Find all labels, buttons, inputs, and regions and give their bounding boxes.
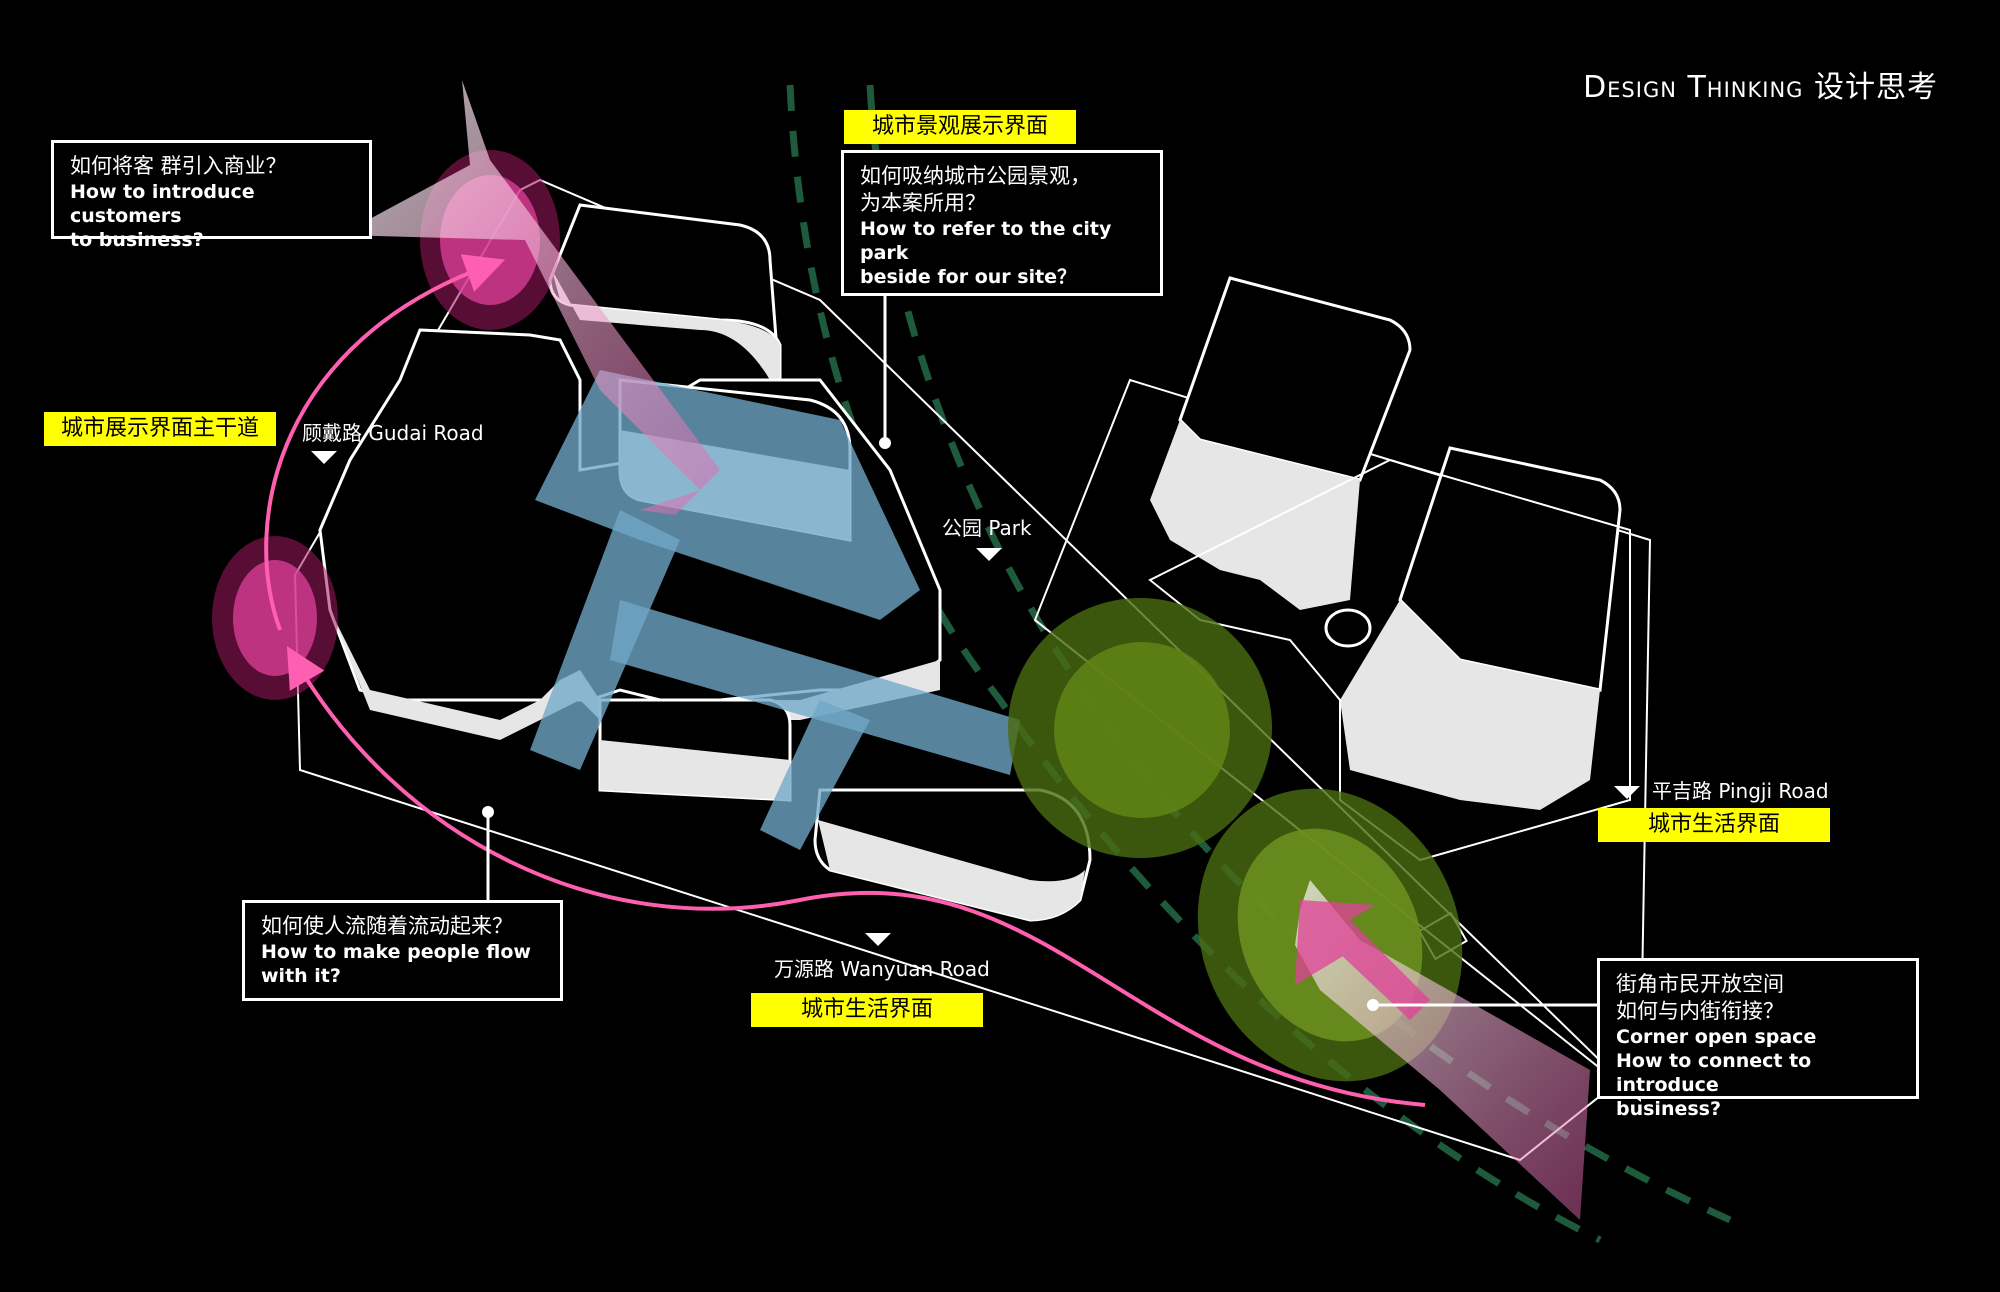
building-east-tower-1-facade xyxy=(1150,420,1360,610)
road-label-wanyuan: 万源路 Wanyuan Road xyxy=(774,957,990,981)
question-en: How to introduce customers to business? xyxy=(70,181,255,251)
question-corner: 街角市民开放空间 如何与内街衔接？ Corner open space How … xyxy=(1597,958,1919,1120)
label-life-interface-east: 城市生活界面 xyxy=(1598,808,1830,842)
entry-cone-north xyxy=(340,80,720,515)
flow-arrow-south xyxy=(286,646,1426,1107)
question-park: 如何吸纳城市公园景观， 为本案所用？ How to refer to the c… xyxy=(841,150,1163,296)
question-customers: 如何将客 群引入商业？ How to introduce customers t… xyxy=(51,140,372,251)
label-life-interface-south: 城市生活界面 xyxy=(751,993,983,1027)
building-tower-north-facade xyxy=(552,270,780,390)
building-southeast-facade xyxy=(818,820,1085,920)
leader-dot xyxy=(1367,999,1379,1011)
corner-arrow xyxy=(1295,900,1430,1020)
question-cn: 街角市民开放空间 如何与内街衔接？ xyxy=(1616,972,1784,1023)
road-label-park: 公园 Park xyxy=(942,516,1032,540)
flow-arrow-north xyxy=(264,254,506,631)
question-cn: 如何使人流随着流动起来？ xyxy=(261,914,513,938)
building-east-tower-2-facade xyxy=(1340,600,1600,810)
internal-street-east xyxy=(610,600,1020,775)
question-en: How to make people flow with it? xyxy=(261,941,531,987)
question-cn: 如何吸纳城市公园景观， 为本案所用？ xyxy=(860,164,1091,215)
plaza-circle xyxy=(1324,608,1372,648)
road-marker-gudai xyxy=(311,451,337,464)
road-marker-park xyxy=(976,548,1002,561)
question-flow: 如何使人流随着流动起来？ How to make people flow wit… xyxy=(242,900,563,1001)
internal-street-north xyxy=(535,370,920,620)
page-title: Design Thinking 设计思考 xyxy=(1583,62,1938,106)
label-main-road-interface: 城市展示界面主干道 xyxy=(44,412,276,446)
title-cn: 设计思考 xyxy=(1814,70,1938,105)
leader-dot xyxy=(879,437,891,449)
question-en: Corner open space How to connect to intr… xyxy=(1616,1026,1817,1120)
internal-street-south xyxy=(760,700,870,850)
leader-dot xyxy=(482,806,494,818)
question-cn: 如何将客 群引入商业？ xyxy=(70,154,287,178)
green-zone-north-inner xyxy=(1054,642,1230,818)
road-marker-wanyuan xyxy=(865,933,891,946)
road-label-gudai: 顾戴路 Gudai Road xyxy=(302,421,484,445)
building-south-facade xyxy=(600,740,790,800)
internal-street-west xyxy=(530,510,680,770)
road-marker-pingji xyxy=(1614,786,1640,799)
question-en: How to refer to the city park beside for… xyxy=(860,218,1112,288)
title-en: Design Thinking xyxy=(1583,70,1804,105)
road-label-pingji: 平吉路 Pingji Road xyxy=(1652,779,1829,803)
label-landscape-interface: 城市景观展示界面 xyxy=(844,110,1076,144)
